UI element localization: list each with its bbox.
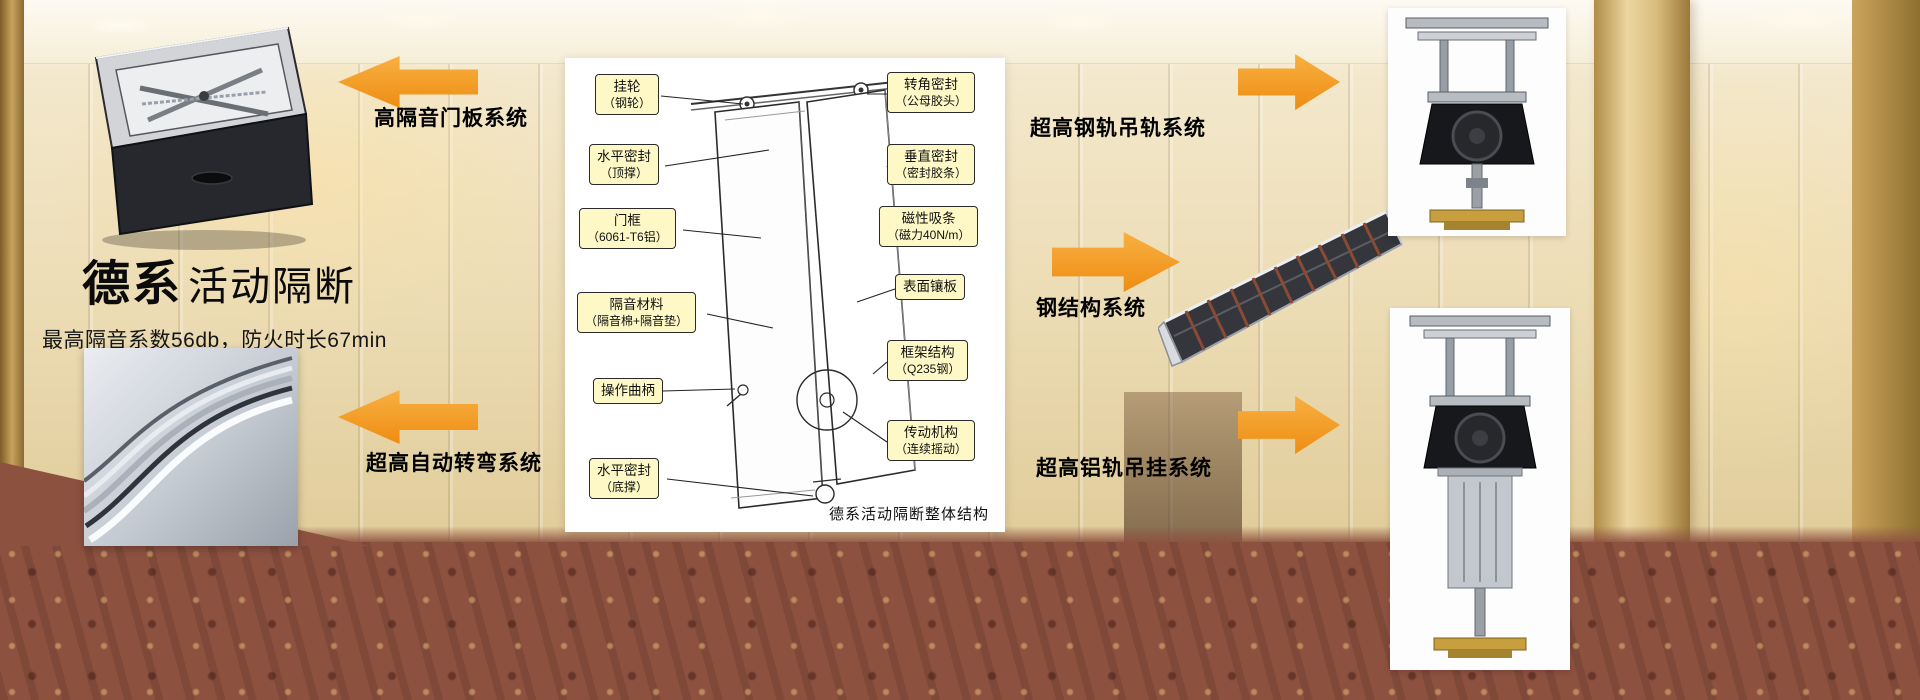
steel-structure-illustration: [1158, 210, 1404, 367]
callout-title: 转角密封: [904, 77, 958, 92]
pillar-right: [1594, 0, 1690, 556]
callout-hanging-wheel: 挂轮 （钢轮）: [595, 74, 660, 116]
partition-structure-drawing: [660, 79, 916, 509]
door-panel-mechanism-illustration: [94, 26, 314, 250]
callout-frame-structure: 框架结构 （Q235钢）: [887, 340, 969, 382]
photo-steel-rail-hanger: [1388, 8, 1566, 236]
label-steel-rail-system: 超高钢轨吊轨系统: [1030, 117, 1206, 140]
diagram-caption: 德系活动隔断整体结构: [828, 506, 989, 523]
callout-horizontal-seal-bottom: 水平密封 （底撑）: [589, 458, 659, 500]
callout-operating-crank: 操作曲柄: [593, 378, 663, 404]
callout-title: 隔音材料: [609, 297, 664, 312]
label-steel-structure-system: 钢结构系统: [1036, 297, 1146, 320]
callout-sub: （连续摇动）: [895, 441, 968, 456]
label-aluminum-rail-system: 超高铝轨吊挂系统: [1036, 457, 1212, 480]
callout-corner-seal: 转角密封 （公母胶头）: [887, 72, 976, 114]
carpet: [0, 542, 1920, 700]
callout-door-frame: 门框 （6061-T6铝）: [579, 208, 676, 250]
callout-title: 水平密封: [597, 149, 651, 164]
callout-title: 挂轮: [613, 79, 641, 94]
label-auto-turn-system: 超高自动转弯系统: [366, 452, 542, 475]
page-title-bold: 德系: [82, 258, 183, 311]
callout-surface-panel: 表面镶板: [895, 274, 965, 300]
callout-sub: （底撑）: [599, 479, 648, 494]
page-subtitle: 最高隔音系数56db，防火时长67min: [42, 329, 387, 352]
callout-sub: （公母胶头）: [895, 93, 968, 108]
callout-transmission: 传动机构 （连续摇动）: [887, 420, 976, 462]
doorway-shadow: [1124, 392, 1242, 544]
photo-door-panel-mechanism: [82, 18, 320, 252]
brand-block: 德系活动隔断 最高隔音系数56db，防火时长67min: [42, 244, 462, 354]
page-title: 德系活动隔断: [82, 244, 462, 314]
callout-title: 门框: [613, 213, 641, 228]
curved-track-illustration: [84, 356, 293, 543]
photo-steel-structure: [1158, 186, 1406, 378]
callout-title: 框架结构: [900, 345, 955, 360]
callout-title: 表面镶板: [903, 279, 957, 294]
photo-curved-track-system: [84, 348, 298, 546]
callout-sub: （密封胶条）: [895, 165, 968, 180]
aluminum-rail-hanger-illustration: [1409, 315, 1551, 658]
callout-magnetic-strip: 磁性吸条 （磁力40N/m）: [879, 206, 979, 248]
callout-sound-insulation: 隔音材料 （隔音棉+隔音垫）: [577, 292, 697, 334]
diagram-panel: 挂轮 （钢轮） 水平密封 （顶撑） 门框 （6061-T6铝） 隔音材料 （隔音…: [565, 58, 1005, 532]
callout-sub: （顶撑）: [599, 165, 648, 180]
callout-sub: （Q235钢）: [895, 361, 961, 376]
callout-sub: （隔音棉+隔音垫）: [585, 313, 689, 328]
callout-title: 水平密封: [597, 463, 651, 478]
photo-aluminum-rail-hanger: [1390, 308, 1570, 670]
callout-title: 磁性吸条: [901, 211, 956, 226]
callout-vertical-seal: 垂直密封 （密封胶条）: [887, 144, 976, 186]
label-door-panel-system: 高隔音门板系统: [374, 107, 528, 130]
callout-sub: （6061-T6铝）: [587, 229, 668, 244]
callout-title: 传动机构: [904, 425, 958, 440]
callout-sub: （磁力40N/m）: [887, 227, 971, 242]
callout-horizontal-seal-top: 水平密封 （顶撑）: [589, 144, 659, 186]
callout-title: 垂直密封: [904, 149, 958, 164]
callout-sub: （钢轮）: [603, 95, 652, 110]
callout-title: 操作曲柄: [601, 383, 655, 398]
page-title-rest: 活动隔断: [188, 265, 357, 309]
steel-rail-hanger-illustration: [1405, 17, 1549, 230]
